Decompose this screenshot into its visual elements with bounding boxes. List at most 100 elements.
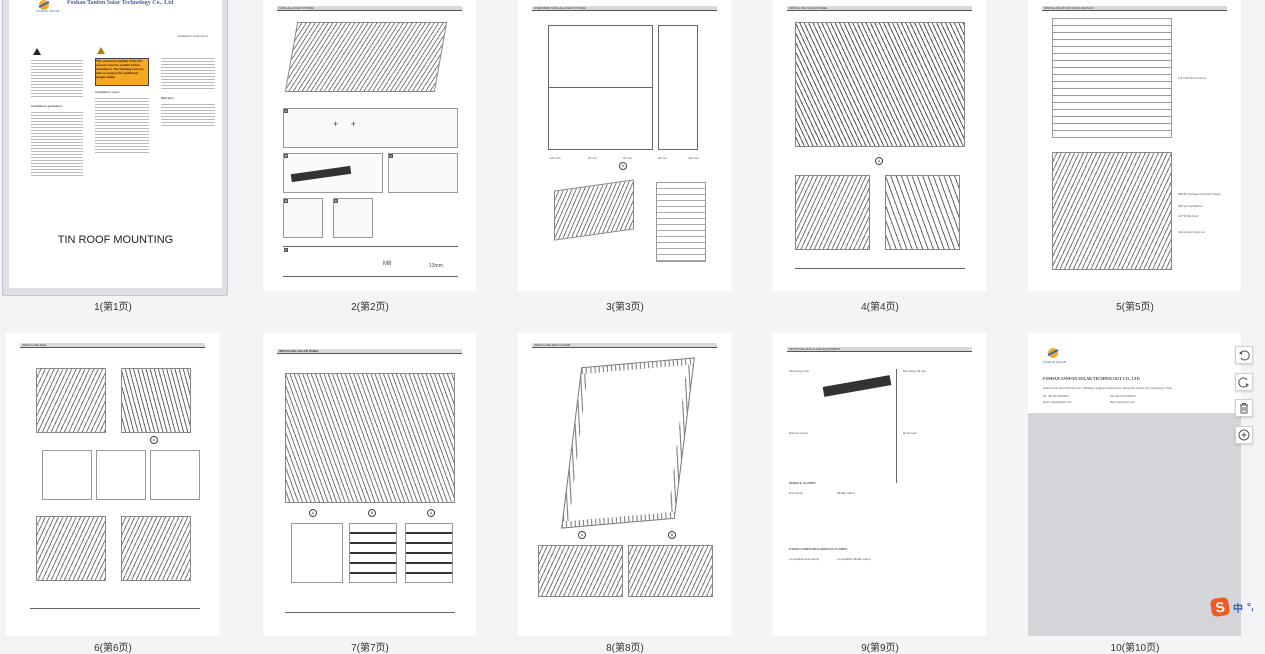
illustration: [795, 22, 965, 147]
page-label: 6(第6页): [94, 643, 132, 654]
page-text: Aluminium fixing nut: [1178, 230, 1205, 234]
doc-subtitle: Installation instructions: [177, 34, 208, 38]
page-header: INSTALLING SOLAR PANEL: [277, 349, 462, 354]
page-7-content: INSTALLING SOLAR PANEL A B A: [263, 333, 476, 636]
page-header: INSTALLING SOLAR PANEL: [787, 6, 972, 11]
page-text: A: [150, 436, 158, 444]
illustration: [795, 175, 870, 250]
page-6-content: INSTALLING RAIL A: [6, 333, 219, 636]
page-label: 5(第5页): [1116, 302, 1154, 313]
page-text: ≤10 mm: [688, 156, 699, 160]
illustration: [561, 357, 695, 529]
page-text: OTHER COMPATIBLE MODULE CLAMPS: [789, 547, 848, 551]
illustration: [1052, 152, 1172, 270]
page-text: B: [284, 154, 289, 158]
page-text: MODULE CLAMPS: [789, 481, 816, 485]
illustration: [656, 182, 706, 262]
illustration: [885, 175, 960, 250]
warning-box: The structural stability of the PV syste…: [95, 58, 149, 86]
page-header: MOUNTING RAILS AND EQUIPMENT: [787, 347, 972, 352]
company-name: Foshan Tanfon Solar Technology Co., Ltd: [67, 0, 174, 6]
rotate-left-icon: [1239, 350, 1250, 361]
page-text: Fax:+86 757 82780070: [1110, 395, 1136, 398]
page-text: Compatible End clamp: [789, 557, 820, 561]
ime-indicator[interactable]: S 中 °,: [1209, 596, 1254, 618]
page-text: Roof hook: [903, 431, 917, 435]
page-text: 20 mm: [658, 156, 668, 160]
company-logo-icon: [1047, 348, 1059, 358]
illustration: [150, 450, 200, 500]
page-text: Email: sales@tanfon.com: [1043, 401, 1072, 404]
rotate-right-button[interactable]: [1235, 373, 1253, 391]
page-text: Web: www.tanfon.com: [1110, 401, 1135, 404]
page-text: D: [284, 199, 289, 203]
page-text: F: [284, 248, 288, 252]
page-text: B: [668, 531, 676, 539]
page-text: End clamp: [789, 491, 804, 495]
illustration: [283, 108, 458, 148]
page-text: Mounting rail cap: [903, 369, 926, 373]
page-9-content: MOUNTING RAILS AND EQUIPMENT Mounting pr…: [773, 333, 986, 636]
illustration: [121, 368, 191, 433]
page-label: 7(第7页): [351, 643, 389, 654]
illustration: [36, 368, 106, 433]
illustration: [349, 523, 397, 583]
illustration: [554, 179, 634, 241]
page-text: A: [309, 509, 317, 517]
illustration: [284, 22, 448, 92]
page-text: Compatible Middle clamp: [837, 557, 871, 561]
illustration: [285, 373, 455, 503]
illustration: [538, 545, 623, 597]
delete-page-button[interactable]: [1235, 399, 1253, 417]
page-label: 4(第4页): [861, 302, 899, 313]
page-text: 4.2 TSS Wood screw: [1178, 76, 1207, 80]
page-text: 18 mm: [588, 156, 598, 160]
page-text: A: [427, 509, 435, 517]
page-header: INSTALLING ROOF HOOK DETAILS: [1042, 6, 1227, 11]
page-text: Middle clamp: [837, 491, 855, 495]
illustration: [42, 450, 92, 500]
page-5-content: INSTALLING ROOF HOOK DETAILS 4.2 TSS Woo…: [1028, 0, 1241, 291]
rotate-left-button[interactable]: [1235, 346, 1253, 364]
page-3-content: OVERVIEW SINGLE-LAYER SYSTEM ≤10 mm 18 m…: [518, 0, 731, 291]
page-1-content: TANFON SOLAR Foshan Tanfon Solar Technol…: [9, 0, 222, 288]
page-text: A: [619, 162, 627, 170]
illustration: [628, 545, 713, 597]
company-name: FOSHAN TANFON SOLAR TECHNOLOGY CO., LTD: [1043, 376, 1140, 381]
illustration: [283, 198, 323, 238]
warning-icon: [33, 48, 41, 55]
insert-page-button[interactable]: [1235, 426, 1253, 444]
ime-punctuation[interactable]: °,: [1247, 601, 1254, 613]
ime-language[interactable]: 中: [1233, 603, 1243, 615]
page-header: SINGLE-LAYER SYSTEM: [277, 6, 462, 11]
plus-circle-icon: [1238, 429, 1250, 441]
page-text: 13mm: [429, 263, 443, 269]
divider: [283, 276, 458, 277]
illustration: [36, 516, 106, 581]
trash-icon: [1240, 403, 1248, 414]
page-label: 10(第10页): [1110, 643, 1160, 654]
page-label: 3(第3页): [606, 302, 644, 313]
page-label: 9(第9页): [861, 643, 899, 654]
page-text: ≤10 mm: [550, 156, 561, 160]
section-heading: Installation notes: [95, 90, 120, 94]
illustration: [291, 523, 343, 583]
page-text: C: [389, 154, 394, 158]
page-text: E: [334, 199, 339, 203]
rotate-right-icon: [1238, 377, 1249, 388]
page-text: M8x25 Hexagon bolt with flange: [1178, 192, 1221, 196]
page-text: 4.2*16 Slot bolt: [1178, 214, 1199, 218]
page-text: Mounting profil: [789, 369, 809, 373]
page-text: M8 Spring Washer: [1178, 204, 1203, 208]
divider: [795, 268, 965, 269]
illustration: [658, 25, 698, 150]
illustration: [1052, 18, 1172, 138]
divider: [30, 608, 200, 609]
page-8-content: INSTALLING END COVER A B: [518, 333, 731, 636]
section-heading: Warranty: [161, 96, 174, 100]
page-header: INSTALLING END COVER: [532, 343, 717, 348]
page-text: A: [578, 531, 586, 539]
page-text: 20 mm: [623, 156, 633, 160]
page-text: Address: Part of the third floor, No. 1 …: [1043, 387, 1172, 390]
